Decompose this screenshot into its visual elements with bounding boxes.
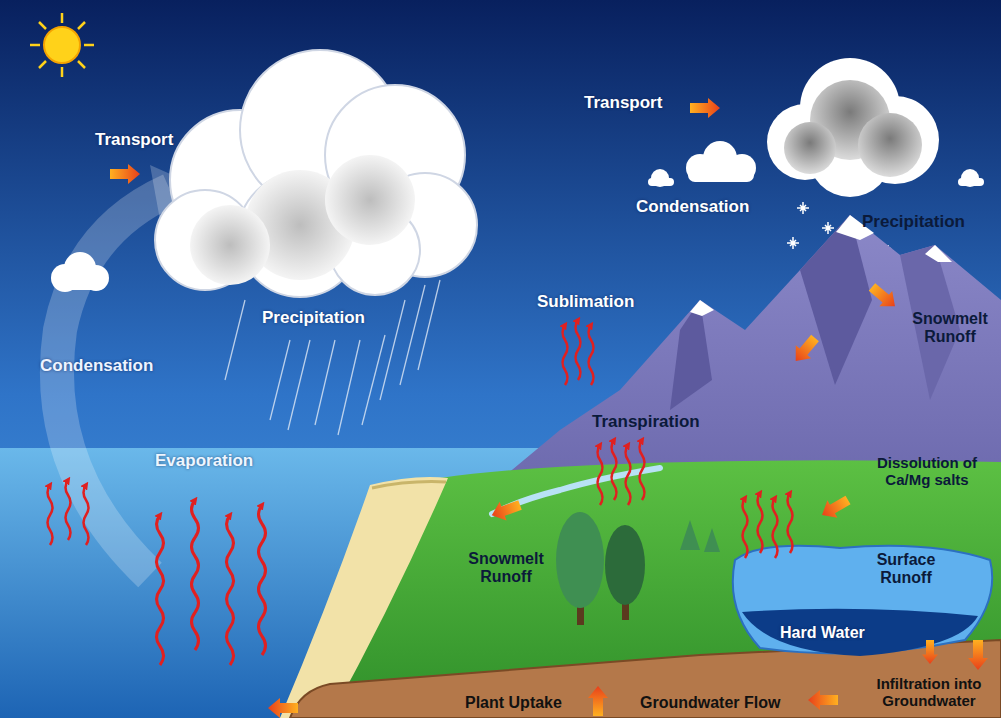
process-label: Condensation bbox=[40, 357, 153, 376]
storm-cloud bbox=[767, 58, 939, 197]
trees bbox=[556, 512, 720, 625]
process-label: Condensation bbox=[636, 198, 749, 217]
cloud bbox=[155, 50, 477, 297]
process-label: Groundwater Flow bbox=[640, 694, 780, 712]
small-cloud bbox=[51, 252, 109, 292]
process-label: Snowmelt Runoff bbox=[904, 310, 996, 345]
process-label: Transpiration bbox=[592, 413, 700, 432]
process-label: Transport bbox=[584, 94, 662, 113]
process-label: Infiltration into Groundwater bbox=[862, 676, 996, 709]
process-label: Precipitation bbox=[262, 309, 365, 328]
process-label: Plant Uptake bbox=[465, 694, 562, 712]
process-label: Sublimation bbox=[537, 293, 634, 312]
process-label: Precipitation bbox=[862, 213, 965, 232]
process-label: Transport bbox=[95, 131, 173, 150]
sun bbox=[30, 13, 94, 77]
process-label: Surface Runoff bbox=[860, 551, 952, 586]
process-label: Snowmelt Runoff bbox=[460, 550, 552, 585]
process-label: Evaporation bbox=[155, 452, 253, 471]
process-label: Dissolution of Ca/Mg salts bbox=[858, 455, 996, 488]
process-label: Hard Water bbox=[780, 624, 865, 642]
